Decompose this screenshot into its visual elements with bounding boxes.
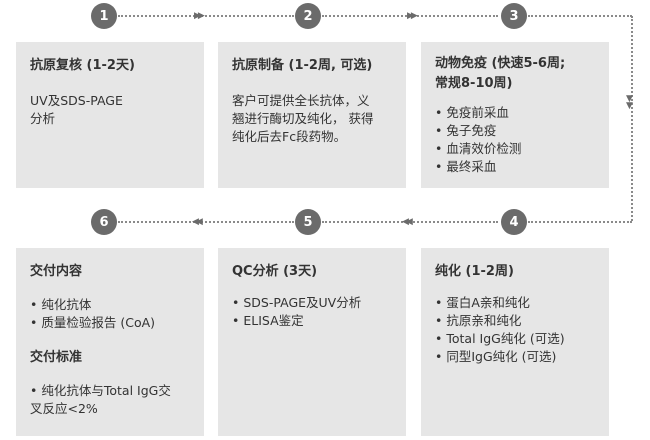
list-item: 纯化抗体 [30,296,190,314]
connector-line-2-3 [322,15,498,17]
chevron-left-icon: ◀◀ [402,217,413,227]
card-title: 抗原制备 (1-2周, 可选) [232,58,373,73]
list-item: 同型IgG纯化 (可选) [435,348,595,366]
card-list: 纯化抗体与Total IgG交 叉反应<2% [30,382,190,418]
card-list: 纯化抗体 质量检验报告 (CoA) [30,296,190,332]
list-item: Total IgG纯化 (可选) [435,330,595,348]
step-1-badge: 1 [91,3,117,29]
connector-line-5-6 [118,221,294,223]
list-item: 兔子免疫 [435,122,595,140]
connector-line-4-5 [322,221,498,223]
list-item: 免疫前采血 [435,104,595,122]
chevron-right-icon: ▶▶ [194,11,205,21]
step-2-card: 抗原制备 (1-2周, 可选) 客户可提供全长抗体，义 翘进行酶切及纯化， 获得… [218,42,406,188]
connector-line-right-vertical [631,16,633,221]
card-subtitle: 交付标准 [30,350,83,365]
step-1-card: 抗原复核 (1-2天) UV及SDS-PAGE 分析 [16,42,204,188]
list-item: SDS-PAGE及UV分析 [232,294,392,312]
step-5-card: QC分析 (3天) SDS-PAGE及UV分析 ELISA鉴定 [218,248,406,436]
step-3-card: 动物免疫 (快速5-6周; 常规8-10周) 免疫前采血 兔子免疫 血清效价检测… [421,42,609,188]
list-item: 蛋白A亲和纯化 [435,294,595,312]
step-6-badge: 6 [91,209,117,235]
card-title: 交付内容 [30,264,83,279]
list-item: 最终采血 [435,158,595,176]
list-item: 质量检验报告 (CoA) [30,314,190,332]
card-text: UV及SDS-PAGE 分析 [30,93,123,126]
card-title: 纯化 (1-2周) [435,264,514,279]
step-4-card: 纯化 (1-2周) 蛋白A亲和纯化 抗原亲和纯化 Total IgG纯化 (可选… [421,248,609,436]
step-5-badge: 5 [295,209,321,235]
step-2-badge: 2 [295,3,321,29]
chevron-left-icon: ◀◀ [192,217,203,227]
card-title: QC分析 (3天) [232,264,318,279]
connector-line-3-right [528,15,632,17]
step-4-badge: 4 [501,209,527,235]
step-3-badge: 3 [501,3,527,29]
card-list: SDS-PAGE及UV分析 ELISA鉴定 [232,294,392,330]
list-item: 抗原亲和纯化 [435,312,595,330]
chevron-right-icon: ▶▶ [407,11,418,21]
list-item: ELISA鉴定 [232,312,392,330]
card-list: 蛋白A亲和纯化 抗原亲和纯化 Total IgG纯化 (可选) 同型IgG纯化 … [435,294,595,366]
card-text: 客户可提供全长抗体，义 翘进行酶切及纯化， 获得 纯化后去Fc段药物。 [232,93,374,144]
connector-line-right-4 [528,221,632,223]
card-list: 免疫前采血 兔子免疫 血清效价检测 最终采血 [435,104,595,176]
step-6-card: 交付内容 纯化抗体 质量检验报告 (CoA) 交付标准 纯化抗体与Total I… [16,248,204,436]
list-item: 血清效价检测 [435,140,595,158]
connector-line-1-2 [118,15,294,17]
card-title: 抗原复核 (1-2天) [30,58,135,73]
list-item: 纯化抗体与Total IgG交 叉反应<2% [30,382,190,418]
chevron-down-icon: ▼▼ [626,94,633,111]
card-title: 动物免疫 (快速5-6周; 常规8-10周) [435,56,566,91]
